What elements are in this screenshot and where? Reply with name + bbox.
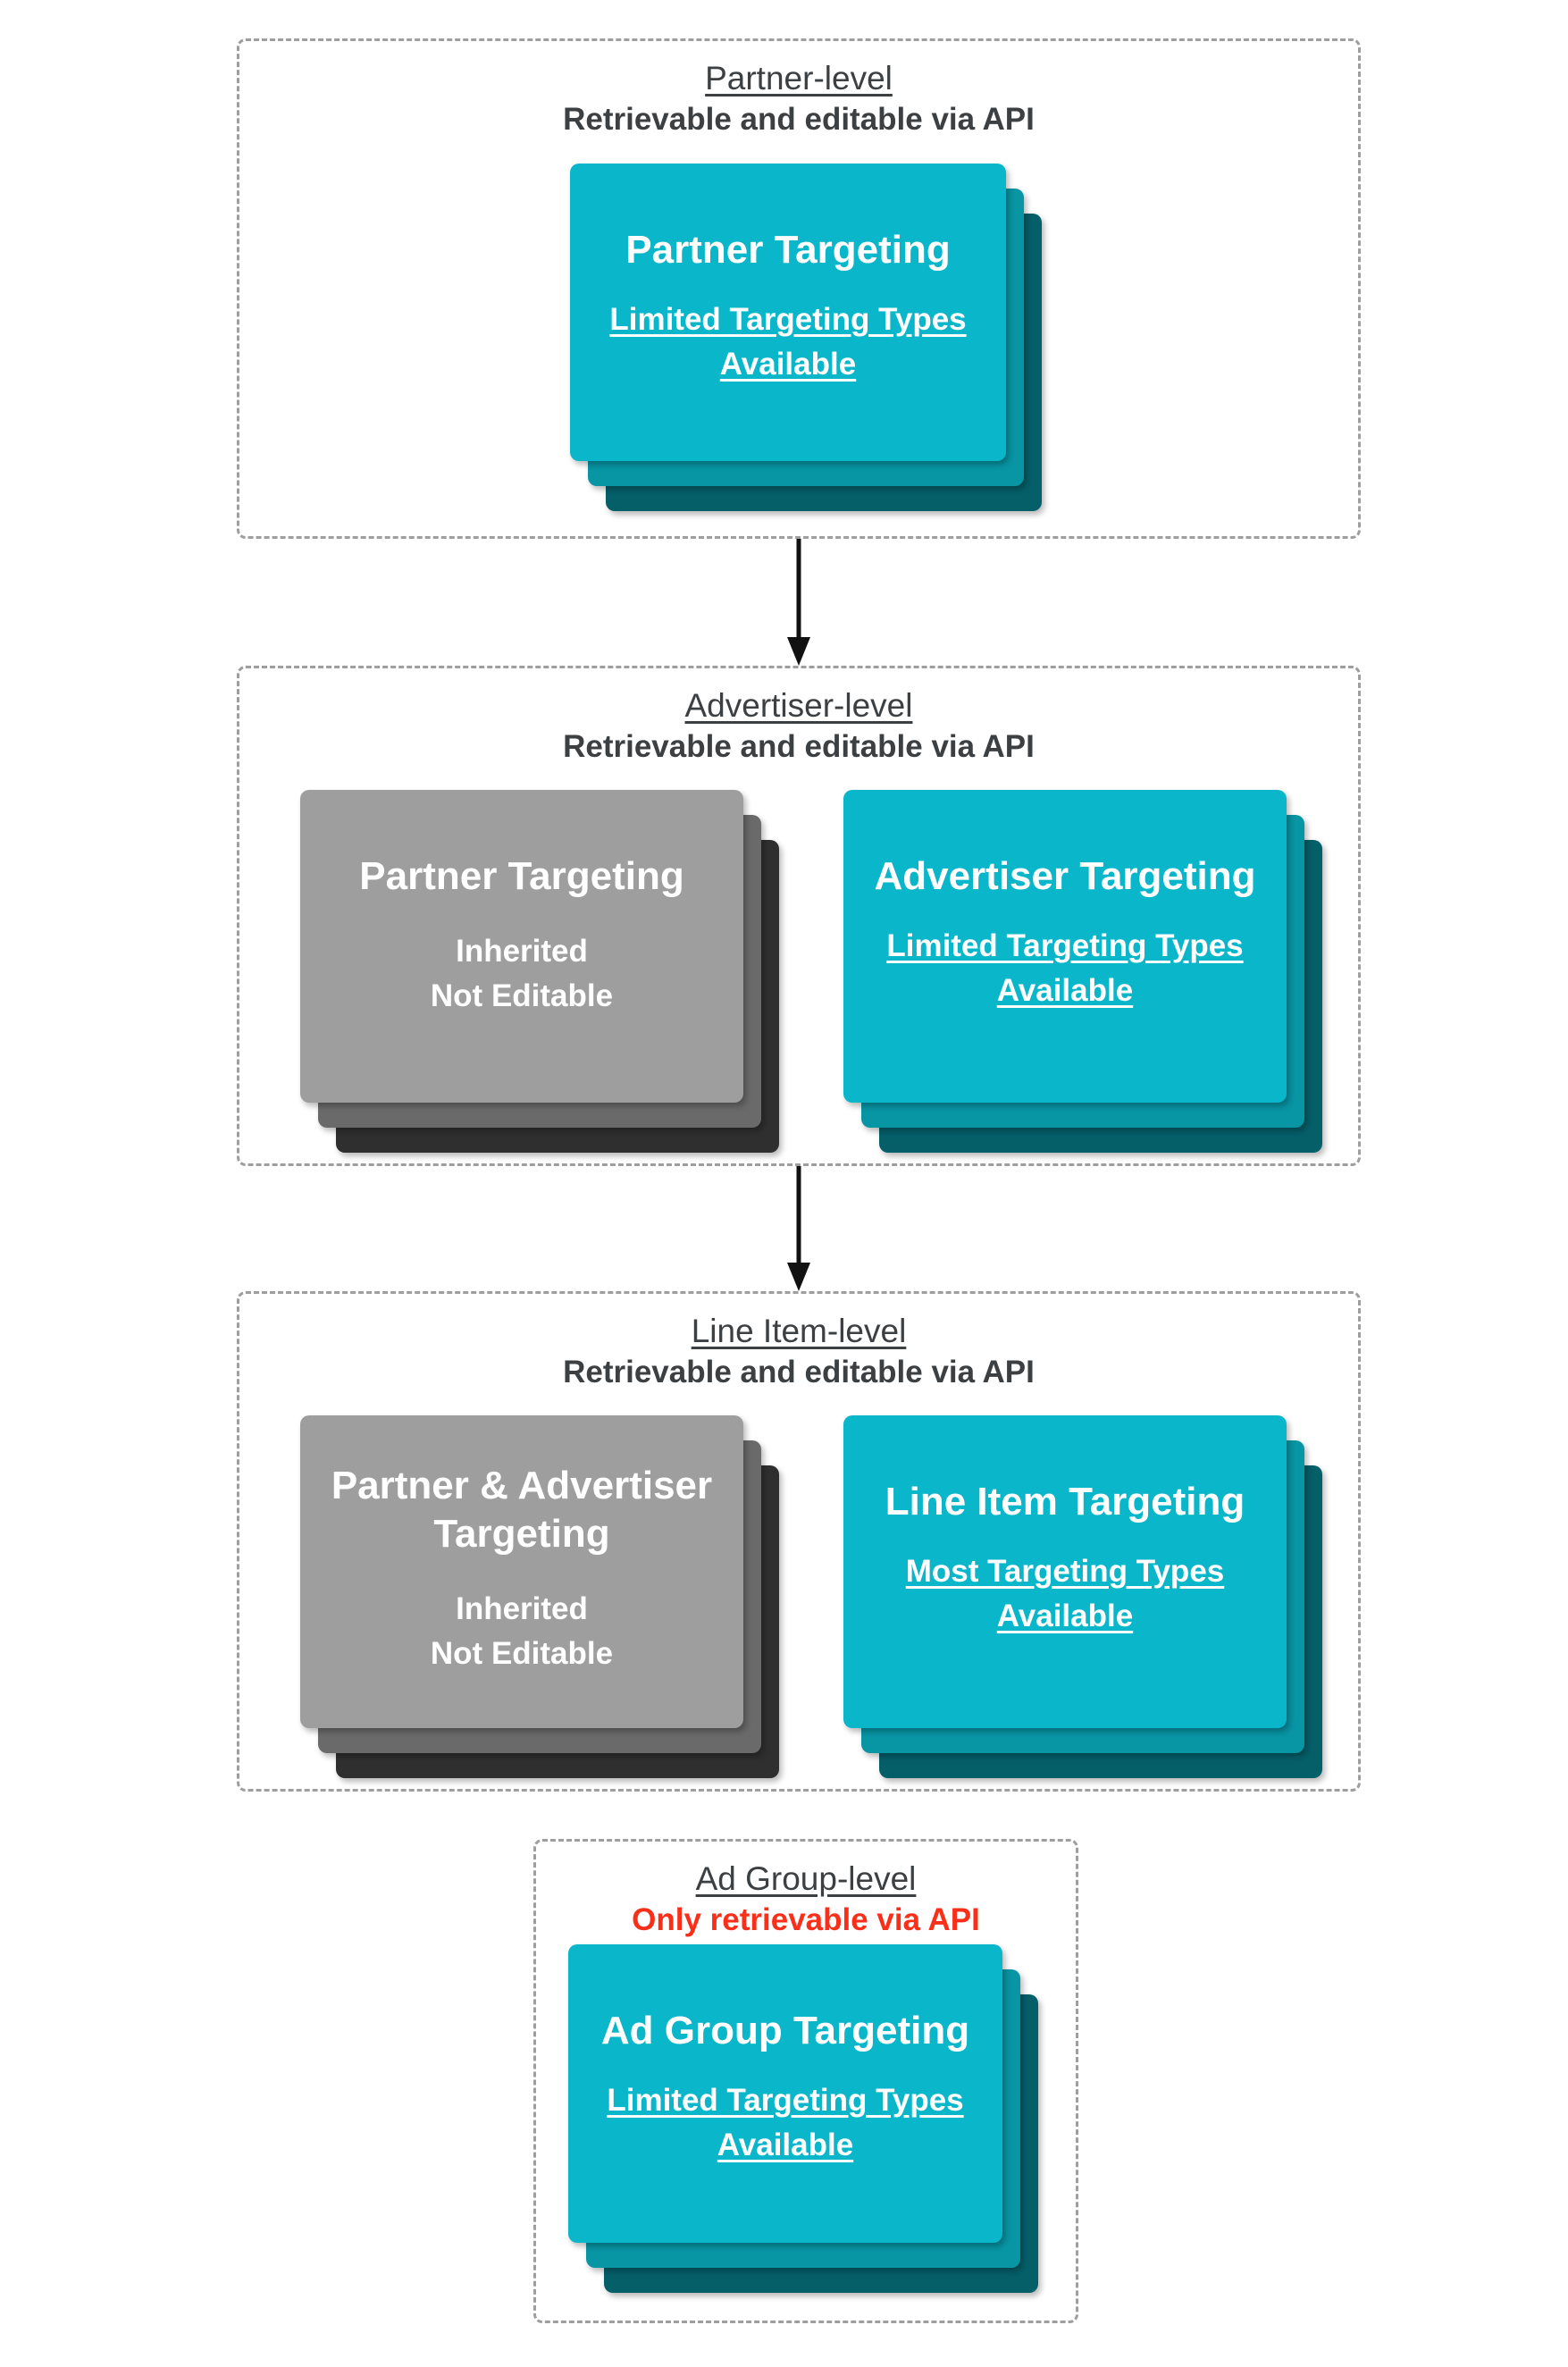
card-body-line: Limited Targeting Types [886, 928, 1244, 963]
ad-group-targeting-card: Ad Group Targeting Limited Targeting Typ… [568, 1944, 1002, 2243]
section-line-item-level: Line Item-level Retrievable and editable… [237, 1291, 1361, 1792]
card-title-line: Advertiser Targeting [874, 854, 1256, 898]
card-title-line: Partner & Advertiser [331, 1464, 713, 1507]
card-title: Partner Targeting [570, 226, 1006, 274]
card-body: Limited Targeting Types Available [843, 924, 1287, 1013]
inherited-partner-advertiser-card: Partner & Advertiser Targeting Inherited… [300, 1415, 743, 1728]
section-subtitle: Retrievable and editable via API [563, 1355, 1035, 1389]
card-title: Advertiser Targeting [843, 852, 1287, 901]
partner-targeting-card: Partner Targeting Limited Targeting Type… [570, 164, 1006, 461]
section-advertiser-level: Advertiser-level Retrievable and editabl… [237, 666, 1361, 1166]
card-body: Most Targeting Types Available [843, 1549, 1287, 1639]
card-body-line: Limited Targeting Types [609, 302, 967, 337]
card-title: Ad Group Targeting [568, 2007, 1002, 2055]
line-item-targeting-card-stack: Line Item Targeting Most Targeting Types… [843, 1415, 1322, 1778]
inherited-partner-targeting-card: Partner Targeting Inherited Not Editable [300, 790, 743, 1103]
section-subtitle: Retrievable and editable via API [563, 102, 1035, 137]
section-title-text: Ad Group-level [695, 1860, 917, 1897]
section-title: Ad Group-level [536, 1858, 1076, 1900]
card-body-line: Inherited [456, 1591, 588, 1626]
card-body-line: Limited Targeting Types [607, 2083, 964, 2118]
card-title-line: Ad Group Targeting [600, 2009, 970, 2052]
section-title-text: Partner-level [705, 60, 893, 97]
card-body-line: Available [719, 347, 857, 382]
card-body-line: Available [717, 2128, 854, 2162]
card-title-line: Targeting [433, 1512, 610, 1556]
inherited-partner-advertiser-card-stack: Partner & Advertiser Targeting Inherited… [300, 1415, 779, 1778]
ad-group-targeting-card-stack: Ad Group Targeting Limited Targeting Typ… [568, 1944, 1038, 2293]
section-ad-group-level: Ad Group-level Only retrievable via API … [533, 1839, 1078, 2323]
card-body: Limited Targeting Types Available [570, 298, 1006, 387]
card-title: Partner & Advertiser Targeting [300, 1462, 743, 1558]
card-body: Limited Targeting Types Available [568, 2078, 1002, 2168]
card-body-line: Available [996, 1599, 1134, 1633]
card-title: Partner Targeting [300, 852, 743, 901]
section-title-text: Advertiser-level [684, 687, 913, 724]
down-arrow-icon [787, 1166, 810, 1291]
advertiser-targeting-card-stack: Advertiser Targeting Limited Targeting T… [843, 790, 1322, 1153]
card-title-line: Partner Targeting [625, 228, 951, 272]
section-title: Advertiser-level [239, 684, 1358, 726]
section-title-text: Line Item-level [691, 1313, 907, 1349]
partner-targeting-card-stack: Partner Targeting Limited Targeting Type… [570, 164, 1042, 511]
card-body-line: Most Targeting Types [905, 1554, 1225, 1589]
card-body-line: Inherited [456, 934, 588, 969]
card-title-line: Line Item Targeting [885, 1480, 1245, 1523]
line-item-targeting-card: Line Item Targeting Most Targeting Types… [843, 1415, 1287, 1728]
card-body: Inherited Not Editable [300, 929, 743, 1019]
section-title: Line Item-level [239, 1310, 1358, 1352]
card-body-line: Available [996, 973, 1134, 1008]
section-partner-level: Partner-level Retrievable and editable v… [237, 38, 1361, 539]
inherited-partner-targeting-card-stack: Partner Targeting Inherited Not Editable [300, 790, 779, 1153]
card-body: Inherited Not Editable [300, 1587, 743, 1676]
card-title-line: Partner Targeting [359, 854, 684, 898]
section-title: Partner-level [239, 57, 1358, 99]
card-title: Line Item Targeting [843, 1478, 1287, 1526]
down-arrow-icon [787, 539, 810, 666]
card-body-line: Not Editable [430, 1636, 614, 1671]
section-subtitle: Retrievable and editable via API [563, 729, 1035, 764]
advertiser-targeting-card: Advertiser Targeting Limited Targeting T… [843, 790, 1287, 1103]
section-subtitle-alert: Only retrievable via API [632, 1902, 980, 1937]
card-body-line: Not Editable [430, 978, 614, 1013]
